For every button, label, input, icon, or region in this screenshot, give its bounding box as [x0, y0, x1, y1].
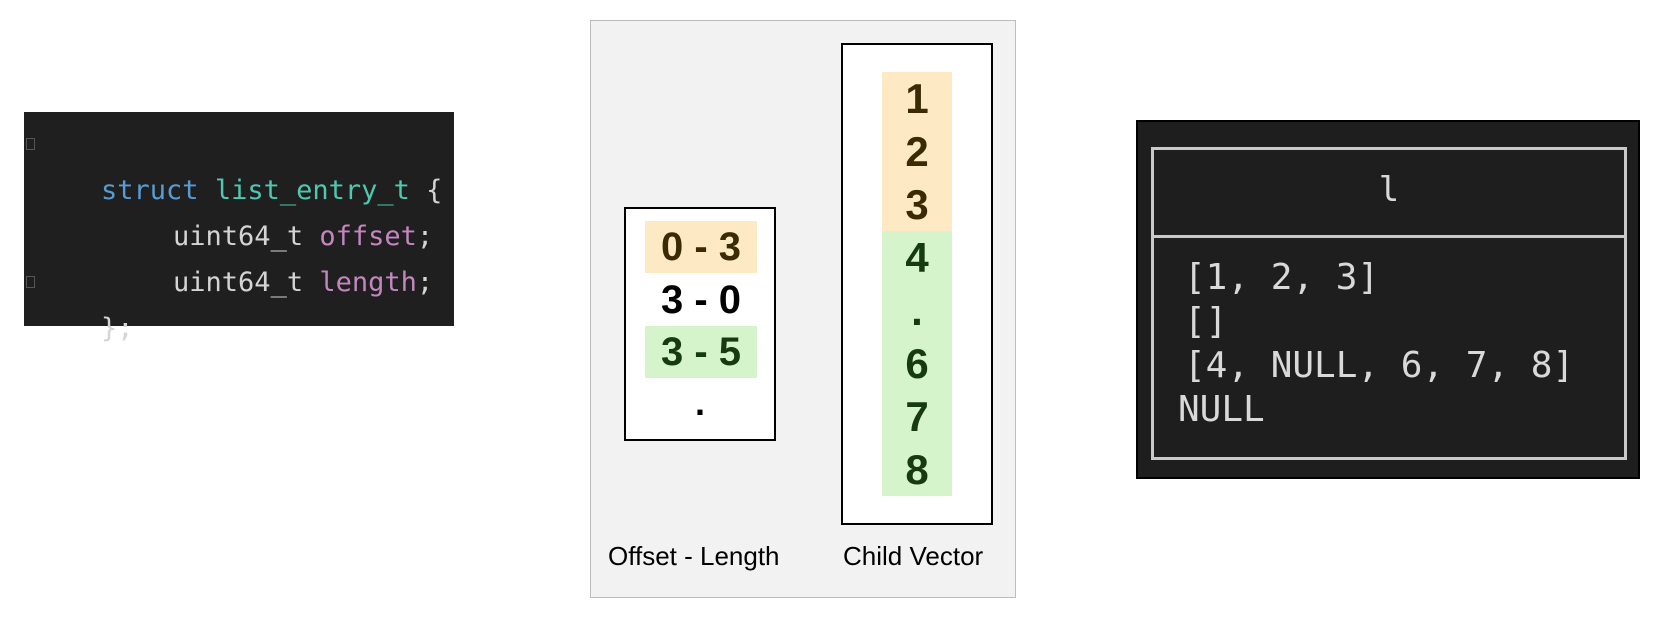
field-length: length — [319, 267, 417, 298]
fold-marker-icon[interactable] — [26, 138, 35, 150]
offset-entry: 3 - 0 — [660, 278, 742, 322]
child-entry: 2 — [882, 125, 952, 178]
table-row: [] — [1184, 301, 1228, 342]
code-line-struct: struct list_entry_t { — [24, 122, 454, 206]
child-entry: 7 — [882, 390, 952, 443]
fold-marker-icon[interactable] — [26, 276, 35, 288]
code-line-offset: uint64_t offset; — [173, 221, 434, 252]
result-table: l [1, 2, 3] [] [4, NULL, 6, 7, 8] NULL — [1151, 147, 1627, 460]
result-rows: [1, 2, 3] [] [4, NULL, 6, 7, 8] NULL — [1178, 256, 1575, 432]
type-name: list_entry_t — [214, 175, 410, 206]
list-vector-diagram: 0 - 3 3 - 0 3 - 5 . 1 2 3 4 . 6 7 8 Offs… — [590, 20, 1016, 598]
child-entry: 1 — [882, 72, 952, 125]
field-offset: offset — [319, 221, 417, 252]
child-vector-caption: Child Vector — [843, 541, 984, 571]
table-row: [1, 2, 3] — [1184, 257, 1380, 298]
child-entry: 3 — [882, 178, 952, 231]
keyword-struct: struct — [101, 175, 199, 206]
offset-length-caption: Offset - Length — [608, 541, 780, 571]
child-entry: 4 — [882, 231, 952, 284]
child-entry: 6 — [882, 337, 952, 390]
offset-entry: 3 - 5 — [645, 326, 757, 378]
table-row: NULL — [1178, 389, 1265, 430]
table-row: [4, NULL, 6, 7, 8] — [1184, 345, 1575, 386]
code-line-length: uint64_t length; — [173, 267, 434, 298]
code-line-close: }; — [24, 260, 454, 344]
offset-length-vector: 0 - 3 3 - 0 3 - 5 . — [624, 207, 776, 441]
child-vector: 1 2 3 4 . 6 7 8 — [841, 43, 993, 525]
code-panel: struct list_entry_t { uint64_t offset; u… — [24, 112, 454, 344]
field-type: uint64_t — [173, 267, 304, 298]
query-result-terminal: l [1, 2, 3] [] [4, NULL, 6, 7, 8] NULL — [1136, 120, 1640, 479]
child-entry: 8 — [882, 443, 952, 496]
column-header: l — [1378, 170, 1400, 210]
field-type: uint64_t — [173, 221, 304, 252]
child-entry: . — [882, 284, 952, 337]
offset-entry: 0 - 3 — [645, 221, 757, 273]
header-divider — [1154, 235, 1624, 238]
offset-ellipsis: . — [694, 382, 705, 423]
